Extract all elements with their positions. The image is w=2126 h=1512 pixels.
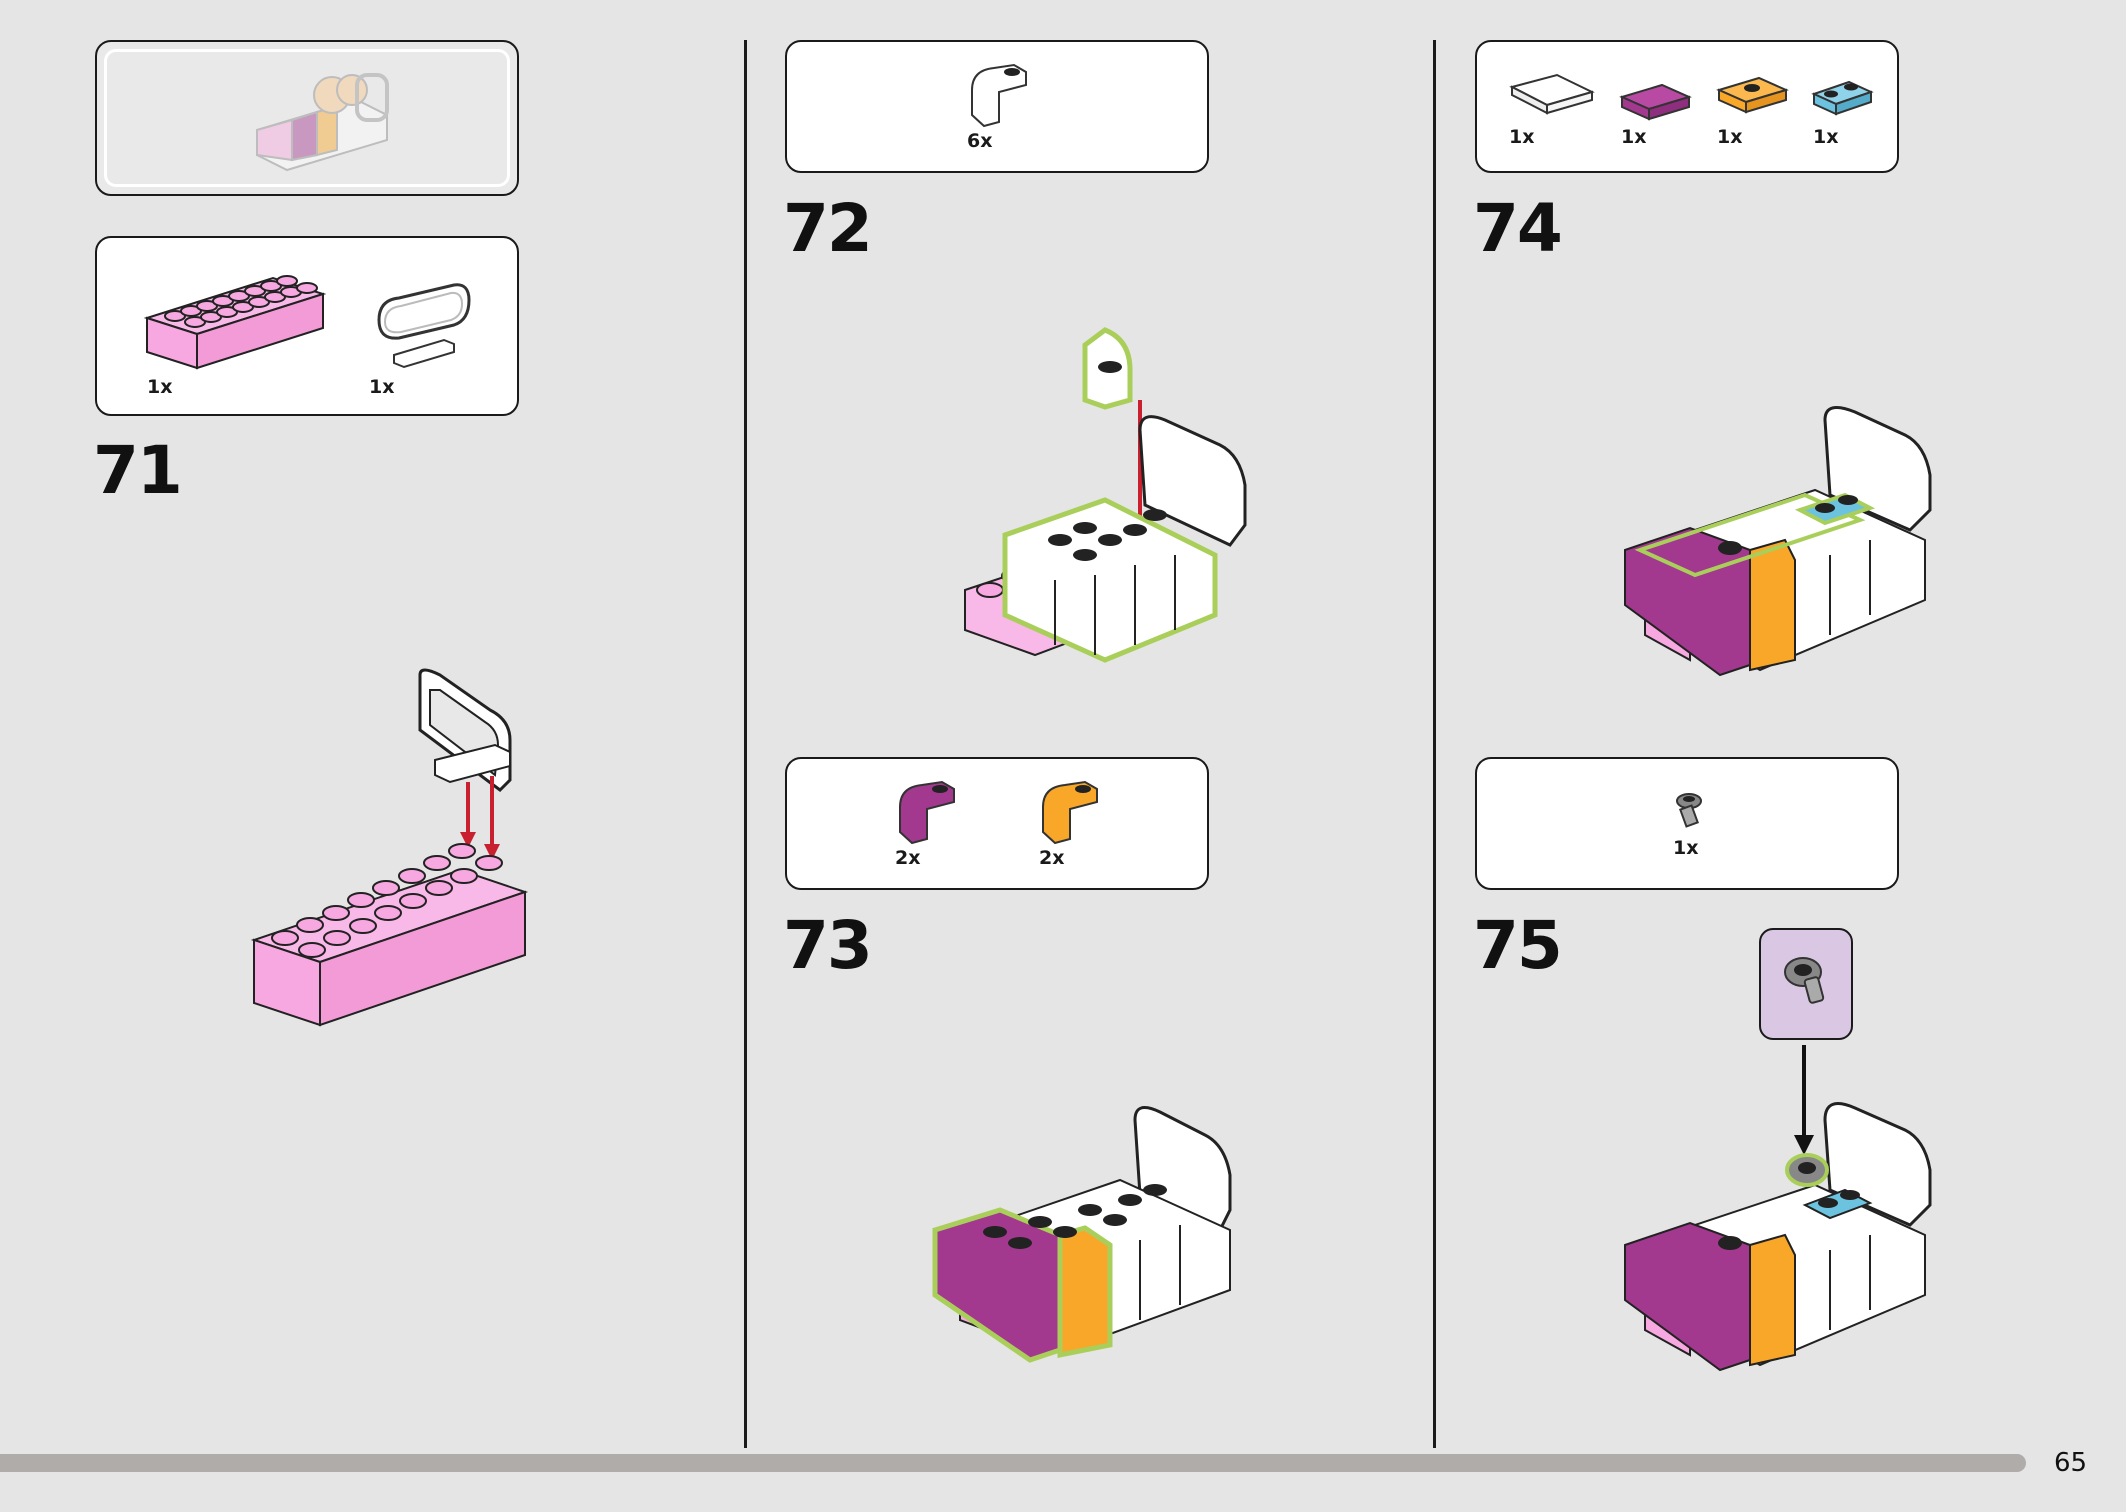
orange-jumper-plate-icon — [1716, 76, 1789, 114]
step-75-part-1-qty: 1x — [1673, 837, 1699, 859]
step-74-number: 74 — [1473, 190, 1563, 267]
step-72-parts-box: 6x — [785, 40, 1209, 173]
step-73-parts-box: 2x 2x — [785, 757, 1209, 890]
step-75-parts-box: 1x — [1475, 757, 1899, 890]
step-71-parts-box: 1x 1x — [95, 236, 519, 416]
step-73-number: 73 — [783, 907, 873, 984]
step-72-model — [964, 327, 1247, 663]
step-74-part-1-qty: 1x — [1509, 126, 1535, 148]
step-73-part-1-qty: 2x — [895, 847, 921, 869]
grey-hinge-piece-icon — [1784, 957, 1825, 1004]
step-71-part-1-qty: 1x — [147, 376, 173, 398]
step-71-part-2-qty: 1x — [369, 376, 395, 398]
step-71-model — [250, 668, 529, 1027]
step-75-number: 75 — [1473, 907, 1563, 984]
pink-2x8-brick-icon — [143, 275, 327, 370]
magenta-curved-slope-icon — [899, 780, 955, 845]
step-73-model — [932, 1106, 1232, 1363]
model-preview-box — [95, 40, 519, 196]
step-74-part-2-qty: 1x — [1621, 126, 1647, 148]
grey-hinge-piece-icon — [1676, 793, 1702, 828]
column-divider-right — [1433, 40, 1436, 1448]
white-curved-slope-icon — [971, 63, 1027, 128]
magenta-tile-icon — [1619, 83, 1692, 121]
page-number: 65 — [2054, 1448, 2088, 1478]
column-divider-left — [744, 40, 747, 1448]
step-74-part-4-qty: 1x — [1813, 126, 1839, 148]
blue-1x2-plate-icon — [1811, 80, 1874, 116]
finished-bed-preview-icon — [256, 73, 389, 172]
bed-headboard-icon — [377, 283, 471, 369]
step-72-part-1-qty: 6x — [967, 130, 993, 152]
step-72-number: 72 — [783, 190, 873, 267]
step-74-model — [1624, 406, 1932, 677]
step-71-number: 71 — [93, 432, 183, 509]
white-tile-icon — [1509, 73, 1595, 115]
orange-curved-slope-icon — [1042, 780, 1098, 845]
step-75-model — [1624, 1045, 1932, 1372]
step-73-part-2-qty: 2x — [1039, 847, 1065, 869]
page-progress-bar — [0, 1454, 2026, 1472]
step-74-parts-box: 1x 1x 1x 1x — [1475, 40, 1899, 173]
step-75-subassembly-callout — [1759, 928, 1853, 1040]
step-74-part-3-qty: 1x — [1717, 126, 1743, 148]
